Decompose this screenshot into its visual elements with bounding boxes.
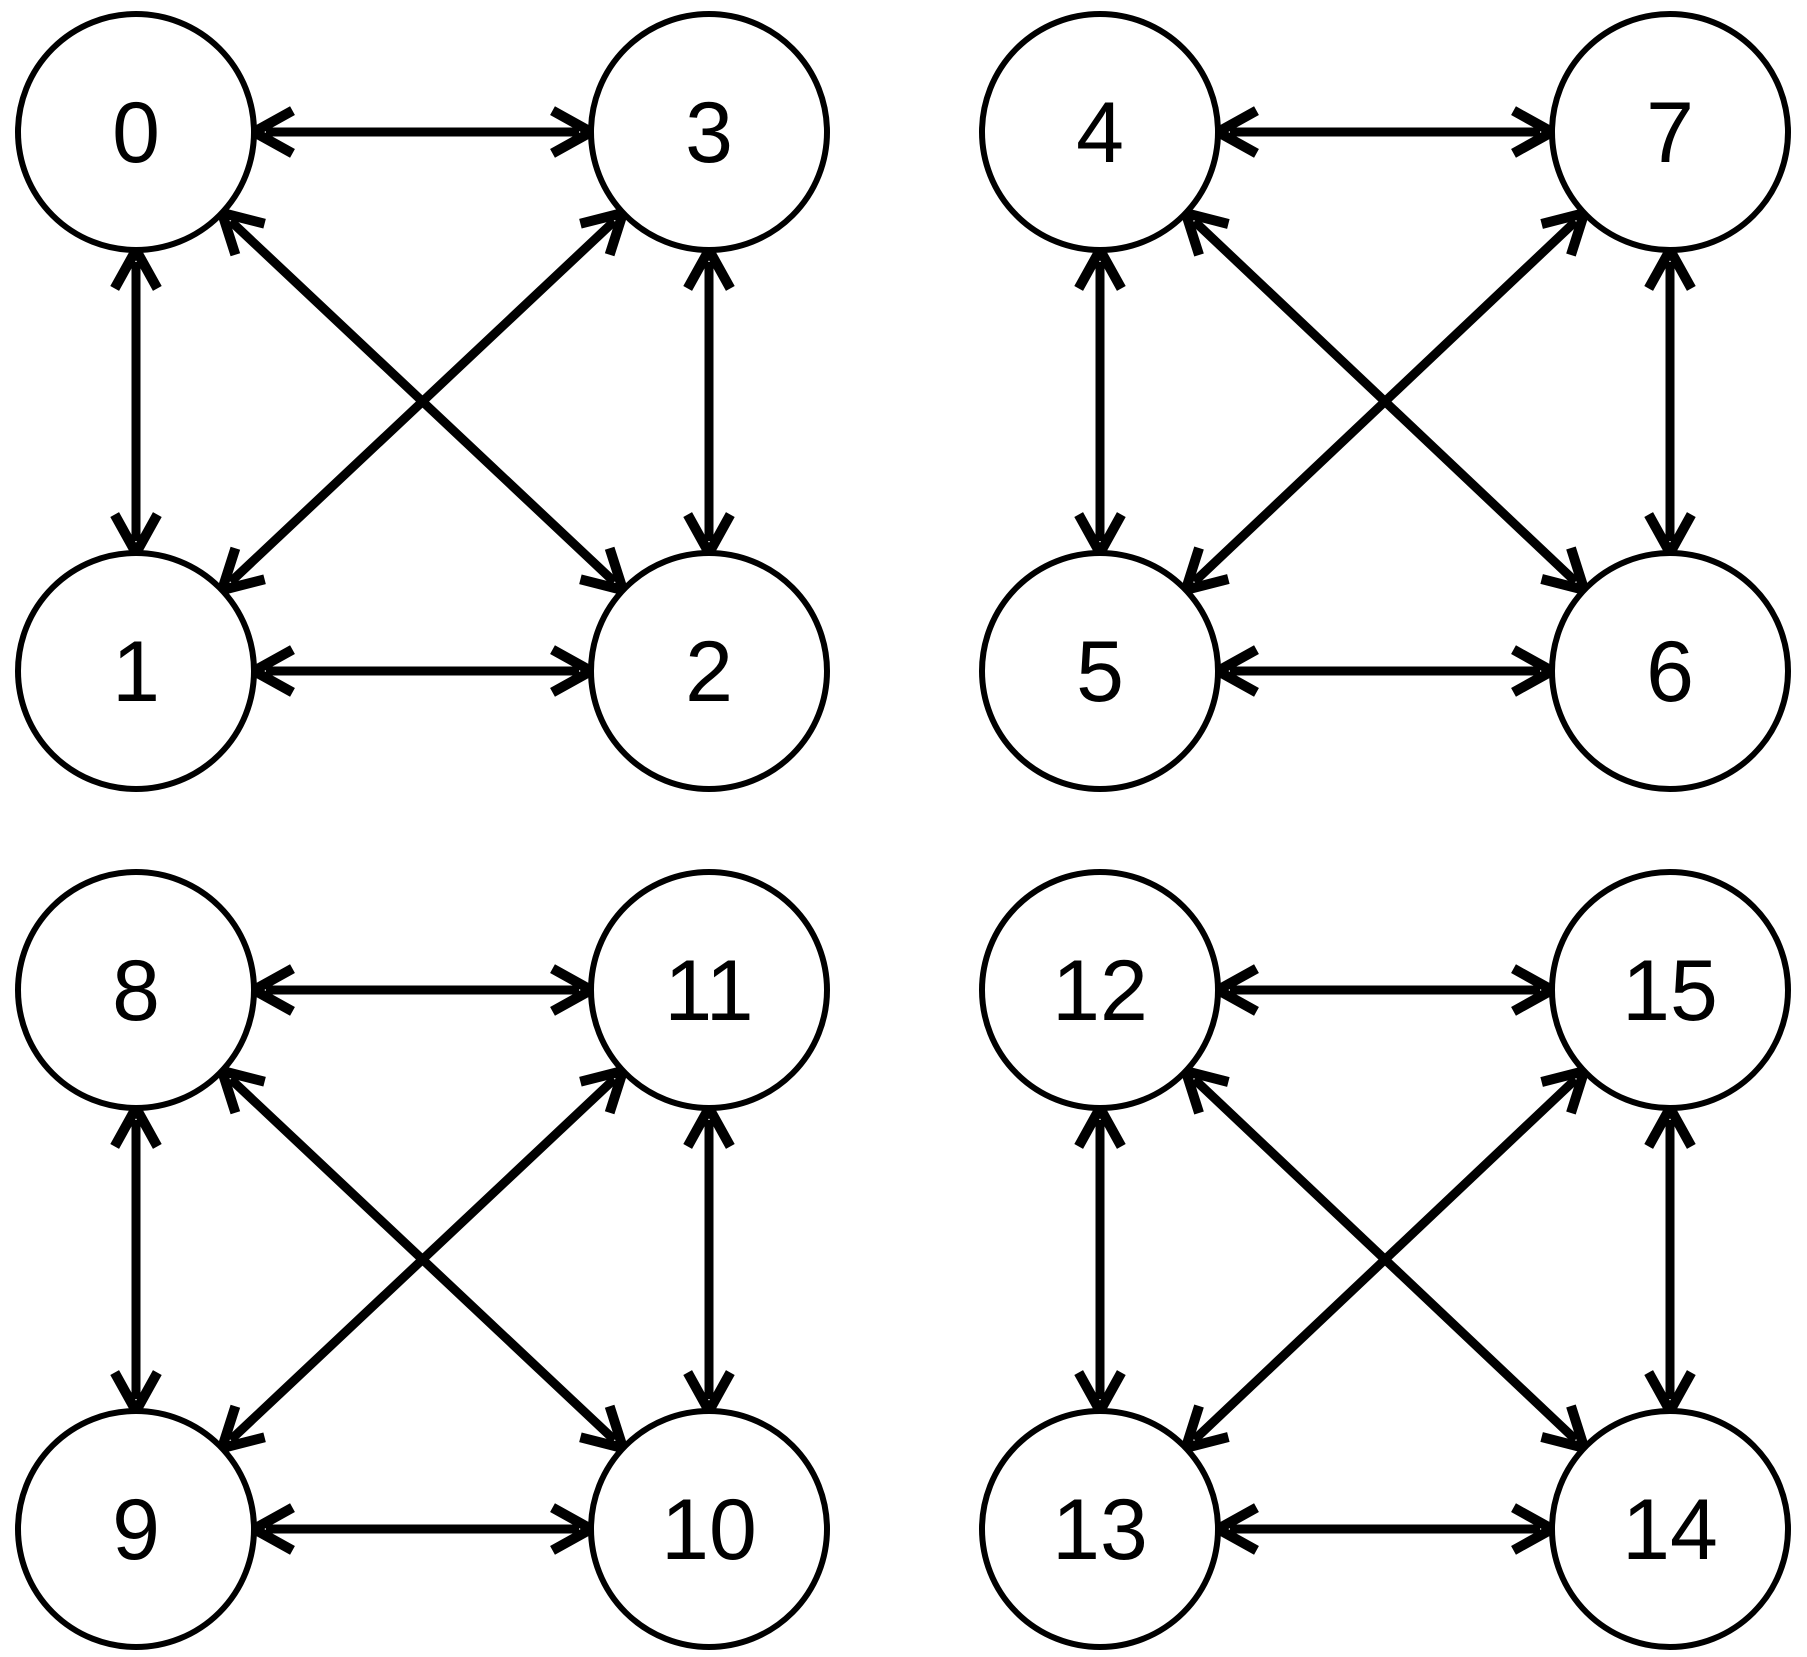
edge-line xyxy=(227,1075,618,1444)
node-label: 0 xyxy=(112,85,160,181)
node-circle xyxy=(979,11,1221,253)
edge-line xyxy=(1191,1076,1579,1443)
node-circle xyxy=(979,1408,1221,1650)
node-label: 15 xyxy=(1622,943,1718,1039)
node-circle xyxy=(1549,550,1791,792)
node-circle xyxy=(979,869,1221,1111)
node-circle xyxy=(15,869,257,1111)
node-label: 10 xyxy=(661,1482,757,1578)
node-label: 1 xyxy=(112,624,160,720)
graph-bottom-left: 8 11 9 10 xyxy=(15,869,830,1650)
graph-top-right: 4 7 5 6 xyxy=(979,11,1791,792)
node-label: 6 xyxy=(1646,624,1694,720)
node-label: 3 xyxy=(685,85,733,181)
graph-bottom-right: 12 15 13 14 xyxy=(979,869,1791,1650)
edge-line xyxy=(227,217,618,586)
node-circle xyxy=(1549,1408,1791,1650)
node-circle xyxy=(1549,11,1791,253)
node-label: 8 xyxy=(112,943,160,1039)
node-circle xyxy=(979,550,1221,792)
node-label: 2 xyxy=(685,624,733,720)
node-label: 14 xyxy=(1622,1482,1718,1578)
node-circle xyxy=(1549,869,1791,1111)
node-circle xyxy=(588,550,830,792)
node-circle xyxy=(588,1408,830,1650)
node-circle xyxy=(588,11,830,253)
node-label: 7 xyxy=(1646,85,1694,181)
graph-top-left: 0 3 1 2 xyxy=(15,11,830,792)
edge-line xyxy=(1191,218,1579,585)
node-circle xyxy=(15,1408,257,1650)
node-circle xyxy=(15,550,257,792)
node-circle xyxy=(588,869,830,1111)
node-label: 13 xyxy=(1052,1482,1148,1578)
node-circle xyxy=(15,11,257,253)
node-label: 11 xyxy=(664,943,753,1039)
node-label: 12 xyxy=(1052,943,1148,1039)
node-label: 5 xyxy=(1076,624,1124,720)
node-label: 4 xyxy=(1076,85,1124,181)
node-label: 9 xyxy=(112,1482,160,1578)
